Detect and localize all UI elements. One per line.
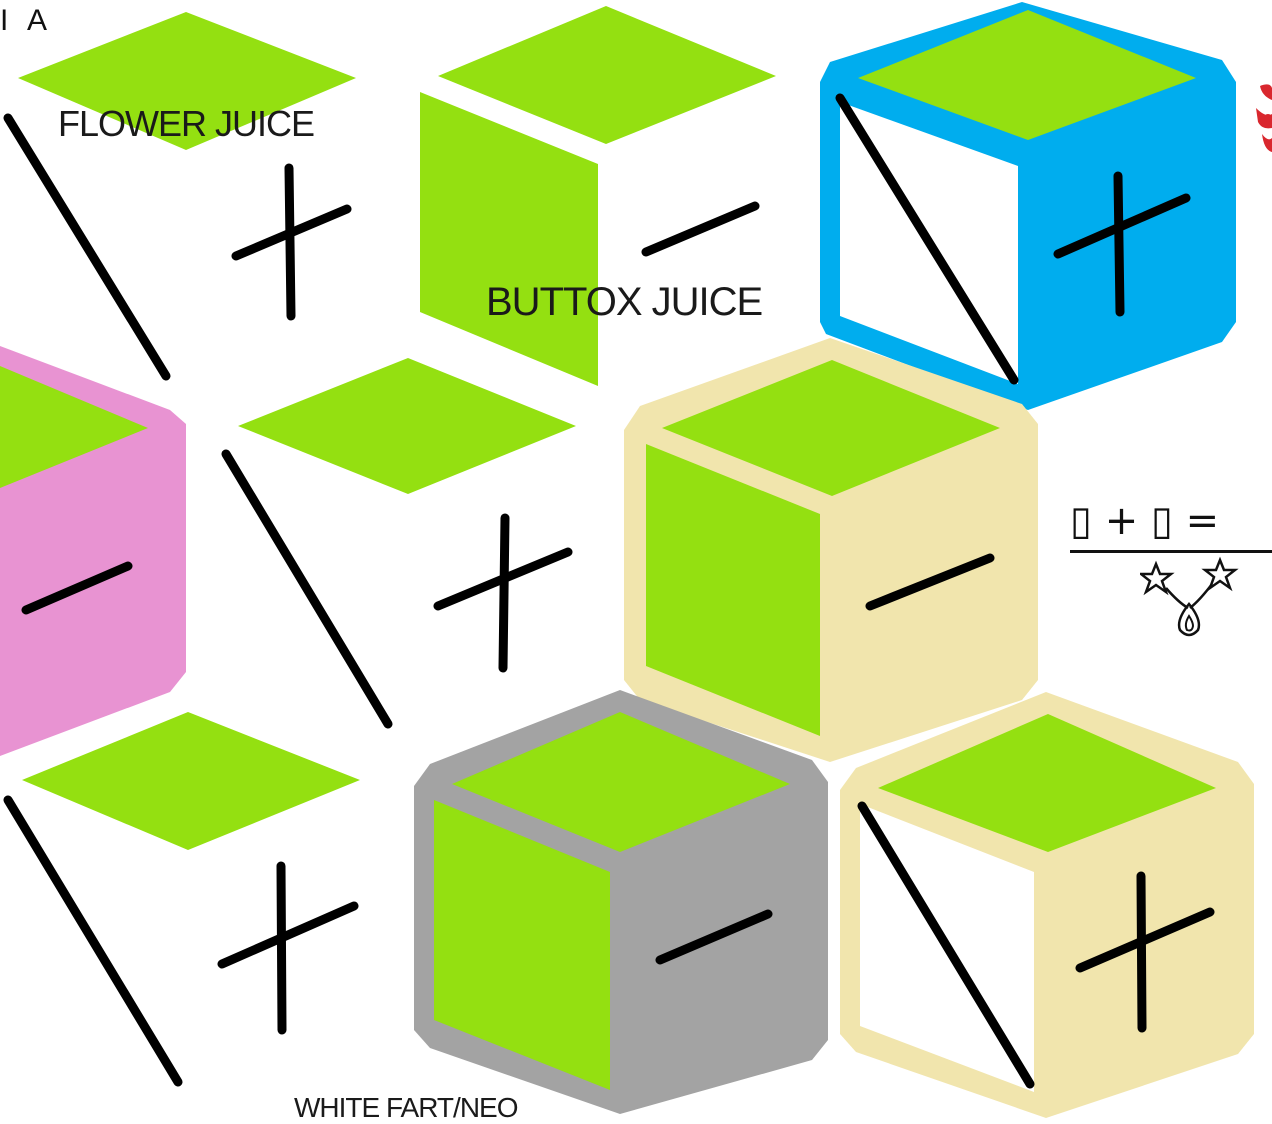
- plus-mark-vertical: [1118, 176, 1120, 312]
- cube-open-top-mid: [420, 6, 776, 386]
- cube-open-top-left: [8, 12, 356, 376]
- formula: ▯ + ▯ =: [1070, 498, 1272, 544]
- plus-mark-vertical: [289, 168, 291, 316]
- cube-top-face: [238, 358, 576, 494]
- cube-left-face: [420, 92, 598, 386]
- slash-mark: [8, 118, 166, 376]
- plus-mark-vertical: [503, 518, 505, 668]
- plus-mark-vertical: [1141, 876, 1142, 1028]
- cube-cream-bottom: [840, 692, 1254, 1118]
- formula-numerator: ▯ + ▯ =: [1070, 498, 1272, 544]
- cube-pink: [0, 346, 186, 756]
- minus-mark: [646, 206, 755, 252]
- slash-mark: [8, 800, 178, 1082]
- corner-label: I A: [0, 6, 53, 36]
- cube-top-face: [22, 712, 360, 850]
- cube-gray: [414, 690, 828, 1114]
- cube-blue: [820, 2, 1236, 410]
- cube-cream-mid: [624, 338, 1038, 762]
- slash-mark: [226, 454, 388, 724]
- red-emblem-icon: [1252, 78, 1272, 158]
- cube-open-mid-left: [226, 358, 576, 724]
- flower-juice-label: FLOWER JUICE: [58, 106, 314, 142]
- plus-mark-horizontal: [222, 906, 354, 964]
- formula-fraction-bar: [1070, 550, 1272, 553]
- buttox-juice-label: BUTTOX JUICE: [486, 282, 762, 322]
- plus-mark-vertical: [281, 866, 282, 1030]
- cube-open-bottom-left: [8, 712, 360, 1082]
- double-star-drop-icon: [1140, 554, 1240, 640]
- white-fart-neo-label: WHITE FART/NEO: [294, 1094, 518, 1122]
